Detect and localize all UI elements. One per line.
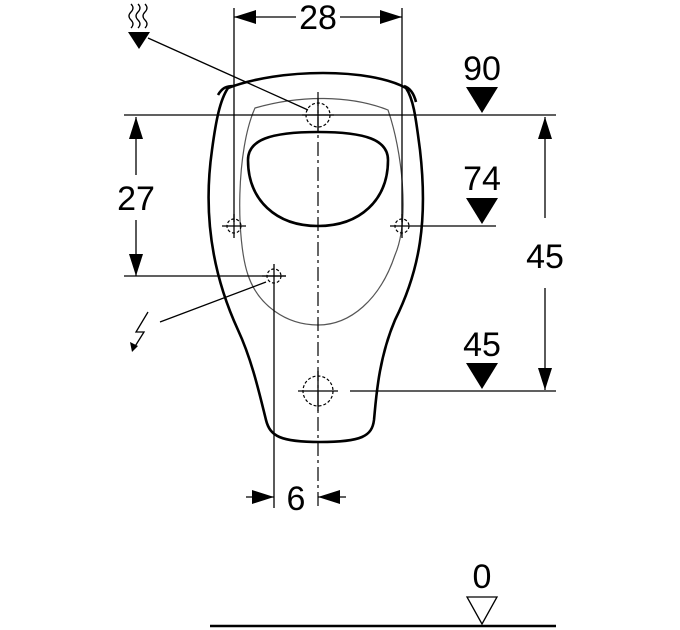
- level-90-marker: [466, 87, 498, 113]
- dim-28-label: 28: [299, 0, 337, 37]
- dim-45-arrow-bottom: [538, 368, 552, 390]
- dim-45-arrow-top: [538, 117, 552, 139]
- dim-28-arrow-left: [234, 10, 256, 24]
- electric-connection-point: [262, 264, 286, 288]
- urinal-bowl-opening: [246, 130, 390, 228]
- dim-27-arrow-bottom: [129, 254, 143, 276]
- urinal-top-edge-right: [403, 84, 418, 103]
- electric-connection-icon: [130, 311, 149, 352]
- dim-28-arrow-right: [380, 10, 402, 24]
- dim-27-arrow-top: [129, 117, 143, 139]
- dim-45-label: 45: [526, 238, 564, 276]
- urinal-outer-outline: [207, 71, 425, 444]
- fixing-point-right: [390, 214, 414, 238]
- level-74-marker: [466, 198, 498, 224]
- level-45-marker: [466, 363, 498, 389]
- level-90-label: 90: [463, 50, 501, 88]
- dim-6-label: 6: [287, 480, 306, 518]
- electric-leader: [159, 281, 267, 323]
- level-0-marker: [465, 596, 499, 626]
- water-supply-leader: [147, 37, 309, 111]
- level-0-label: 0: [473, 558, 492, 596]
- level-74-label: 74: [463, 160, 501, 198]
- level-45-label: 45: [463, 326, 501, 364]
- urinal-top-edge: [216, 84, 235, 96]
- dim-27-label: 27: [117, 180, 155, 218]
- water-supply-icon: [128, 3, 150, 49]
- dim-6-arrow-left: [252, 490, 274, 504]
- urinal-inner-outline: [239, 97, 404, 326]
- dim-6-arrow-right: [318, 490, 340, 504]
- fixing-point-left: [222, 214, 246, 238]
